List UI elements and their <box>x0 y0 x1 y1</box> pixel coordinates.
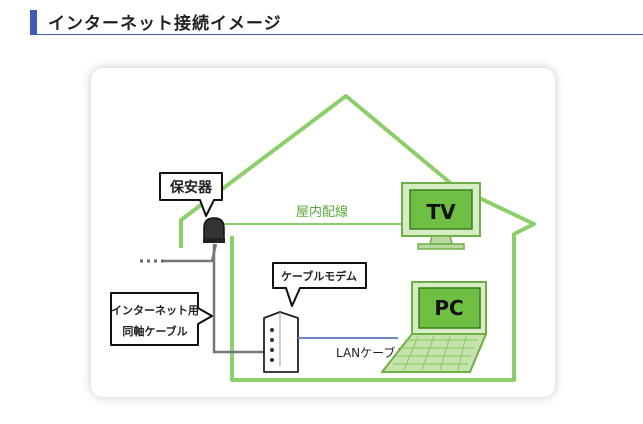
pc-laptop-icon: PC <box>381 281 487 373</box>
section-header: インターネット接続イメージ <box>0 0 643 36</box>
protector-label: 保安器 <box>169 179 213 196</box>
outside-cable <box>164 243 218 263</box>
pc-label: PC <box>434 296 463 320</box>
page-title: インターネット接続イメージ <box>48 14 282 34</box>
coax-cable-label-line1: インターネット用 <box>111 304 199 317</box>
header-accent-bar <box>30 10 37 34</box>
coax-cable-label-line2: 同軸ケーブル <box>122 324 187 338</box>
tv-label: TV <box>426 200 456 224</box>
cable-modem-callout: ケーブルモデム <box>272 262 367 307</box>
protector-device <box>203 217 225 243</box>
protector-callout: 保安器 <box>159 172 223 217</box>
lan-cable-label: LANケーブル <box>336 345 407 360</box>
indoor-wiring-label: 屋内配線 <box>296 204 348 220</box>
header-divider <box>30 34 643 35</box>
cable-modem-device <box>263 311 299 373</box>
cable-modem-label: ケーブルモデム <box>281 269 357 283</box>
tv-icon: TV <box>401 182 481 250</box>
coax-cable-line <box>212 244 264 354</box>
house-outline <box>179 94 536 382</box>
coax-cable-callout: インターネット用 同軸ケーブル <box>110 292 213 346</box>
